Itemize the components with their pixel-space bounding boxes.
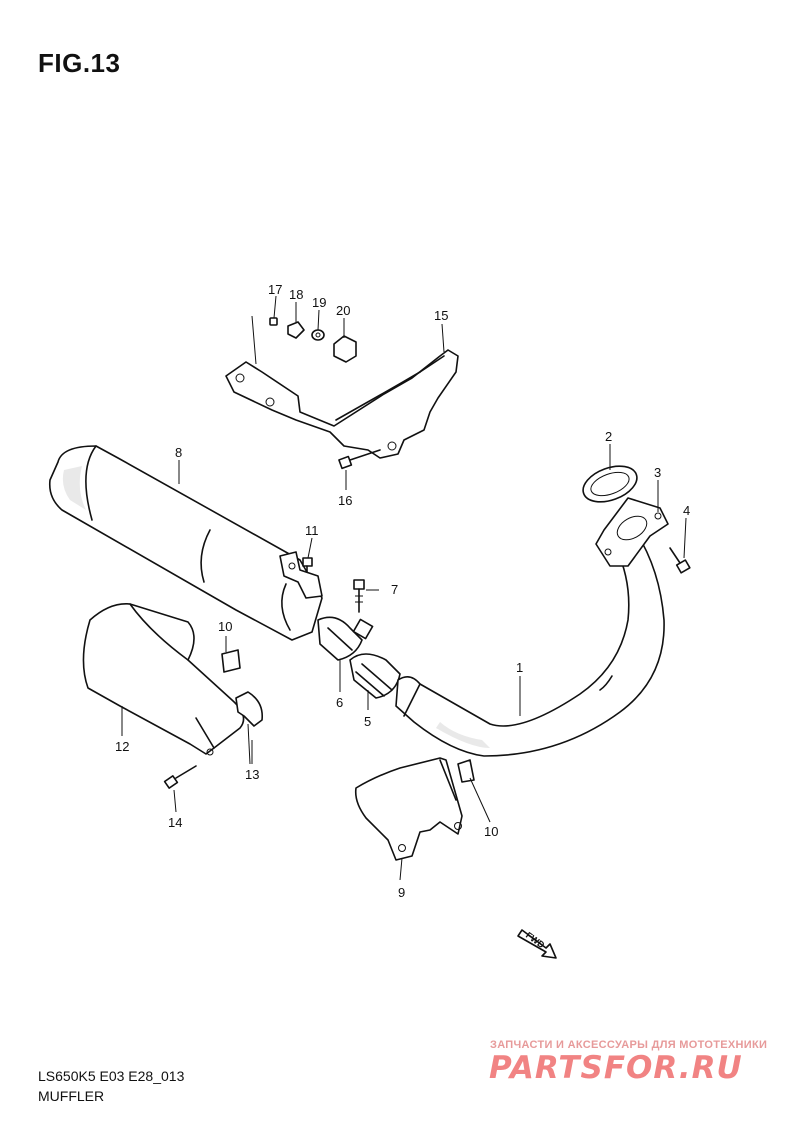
bolt-16-part: [338, 449, 381, 470]
callout-9: 9: [398, 885, 405, 900]
pad-10-lower-part: [457, 759, 475, 783]
callout-11: 11: [305, 523, 319, 538]
flange-3-part: [595, 497, 669, 567]
muffler-part: [48, 445, 323, 641]
bolt-14-part: [163, 765, 197, 789]
diagram-code: LS650K5 E03 E28_013: [38, 1068, 185, 1084]
bolt-7-part: [353, 579, 365, 613]
watermark-logo: PARTSFOR.RU: [489, 1050, 743, 1086]
callout-15: 15: [434, 308, 448, 323]
bracket-15-part: [225, 315, 459, 459]
bolt-4-part: [669, 547, 691, 574]
clamp-part: [235, 691, 264, 765]
callout-18: 18: [289, 287, 303, 302]
pad-10-upper-part: [221, 649, 241, 673]
callout-12: 12: [115, 739, 129, 754]
callout-7: 7: [391, 582, 398, 597]
washer-19-part: [311, 329, 325, 341]
bracket-9-part: [354, 757, 463, 861]
callout-8: 8: [175, 445, 182, 460]
cushion-18-part: [287, 321, 305, 339]
callout-2: 2: [605, 429, 612, 444]
gasket-2-part: [582, 465, 638, 503]
forward-direction-arrow: FWD: [517, 929, 557, 959]
diagram-name: MUFFLER: [38, 1088, 105, 1104]
bolt-11-part: [302, 557, 313, 573]
callout-1: 1: [516, 660, 523, 675]
clamp-6-part: [317, 616, 374, 661]
callout-19: 19: [312, 295, 326, 310]
callout-6: 6: [336, 695, 343, 710]
callout-20: 20: [336, 303, 350, 318]
callout-16: 16: [338, 493, 352, 508]
callout-14: 14: [168, 815, 182, 830]
callout-4: 4: [683, 503, 690, 518]
callout-13: 13: [245, 767, 259, 782]
collar-17-part: [269, 317, 278, 326]
callout-17: 17: [268, 282, 282, 297]
callout-10-upper: 10: [218, 619, 232, 634]
leader-lines: [121, 295, 687, 881]
watermark-subtitle: ЗАПЧАСТИ И АКСЕССУАРЫ ДЛЯ МОТОТЕХНИКИ: [490, 1039, 768, 1051]
nut-20-part: [333, 335, 357, 363]
callout-labels: 1 2 3 4 5 6 7 8 9 10 10 11 12 13 14 15 1…: [115, 282, 690, 900]
callout-3: 3: [654, 465, 661, 480]
callout-10-lower: 10: [484, 824, 498, 839]
figure-title: FIG.13: [38, 48, 121, 78]
joint-5-part: [349, 653, 401, 699]
callout-5: 5: [364, 714, 371, 729]
